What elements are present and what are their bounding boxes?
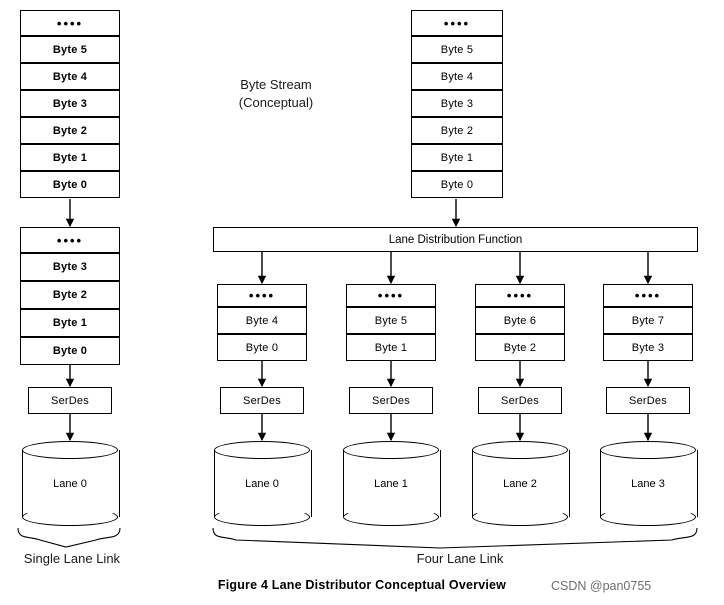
- four-lane-2-top-dots: ••••: [475, 284, 565, 307]
- byte-stream-label: Byte Stream (Conceptual): [238, 77, 314, 110]
- four-lane-0-top-dots: ••••: [217, 284, 307, 307]
- four-lane-0-cylinder-label: Lane 0: [245, 477, 279, 490]
- four-lane-source-byte-1: Byte 1: [411, 144, 503, 171]
- cylinder-body: [600, 450, 698, 517]
- cylinder-bottom: [214, 508, 310, 526]
- single-lane-stack-byte-0: Byte 0: [20, 337, 120, 365]
- cylinder-body: [343, 450, 441, 517]
- cylinder-top: [600, 441, 696, 459]
- cylinder-top: [214, 441, 310, 459]
- four-lane-2-byte-lower: Byte 2: [475, 334, 565, 361]
- four-lane-1-cylinder: Lane 1: [343, 441, 441, 526]
- four-lane-3-cylinder-label: Lane 3: [631, 477, 665, 490]
- four-lane-1-top-dots: ••••: [346, 284, 436, 307]
- single-lane-source-byte-5: Byte 5: [20, 36, 120, 63]
- cylinder-bottom: [22, 508, 118, 526]
- single-lane-stack-top-dots: ••••: [20, 227, 120, 253]
- single-lane-source-byte-0: Byte 0: [20, 171, 120, 198]
- four-lane-0-byte-upper: Byte 4: [217, 307, 307, 334]
- single-lane-source-byte-2: Byte 2: [20, 117, 120, 144]
- single-lane-source-byte-1: Byte 1: [20, 144, 120, 171]
- four-lane-source-byte-0: Byte 0: [411, 171, 503, 198]
- cylinder-bottom: [343, 508, 439, 526]
- single-lane-cylinder-label: Lane 0: [53, 477, 87, 490]
- four-lane-source-byte-4: Byte 4: [411, 63, 503, 90]
- lane-distribution-function-box: Lane Distribution Function: [213, 227, 698, 252]
- cylinder-bottom: [600, 508, 696, 526]
- four-lane-2-byte-upper: Byte 6: [475, 307, 565, 334]
- four-lane-1-byte-lower: Byte 1: [346, 334, 436, 361]
- single-lane-stack-byte-1: Byte 1: [20, 309, 120, 337]
- cylinder-bottom: [472, 508, 568, 526]
- single-lane-source-byte-3: Byte 3: [20, 90, 120, 117]
- four-lane-0-byte-lower: Byte 0: [217, 334, 307, 361]
- four-lane-3-cylinder: Lane 3: [600, 441, 698, 526]
- four-lane-2-serdes: SerDes: [478, 387, 562, 414]
- four-lane-1-byte-upper: Byte 5: [346, 307, 436, 334]
- figure-caption: Figure 4 Lane Distributor Conceptual Ove…: [217, 578, 507, 592]
- four-lane-0-cylinder: Lane 0: [214, 441, 312, 526]
- cylinder-top: [472, 441, 568, 459]
- watermark-text: CSDN @pan0755: [551, 579, 652, 593]
- single-lane-link-label: Single Lane Link: [23, 551, 121, 566]
- four-lane-0-serdes: SerDes: [220, 387, 304, 414]
- cylinder-top: [22, 441, 118, 459]
- cylinder-top: [343, 441, 439, 459]
- single-lane-stack-byte-2: Byte 2: [20, 281, 120, 309]
- single-lane-cylinder: Lane 0: [22, 441, 120, 526]
- four-lane-2-cylinder: Lane 2: [472, 441, 570, 526]
- single-lane-source-byte-4: Byte 4: [20, 63, 120, 90]
- four-lane-3-top-dots: ••••: [603, 284, 693, 307]
- four-lane-source-byte-2: Byte 2: [411, 117, 503, 144]
- cylinder-body: [22, 450, 120, 517]
- single-lane-stack-byte-3: Byte 3: [20, 253, 120, 281]
- four-lane-source-byte-3: Byte 3: [411, 90, 503, 117]
- four-lane-3-serdes: SerDes: [606, 387, 690, 414]
- four-lane-source-top-dots: ••••: [411, 10, 503, 36]
- four-lane-source-byte-5: Byte 5: [411, 36, 503, 63]
- four-lane-3-byte-upper: Byte 7: [603, 307, 693, 334]
- four-lane-2-cylinder-label: Lane 2: [503, 477, 537, 490]
- cylinder-body: [472, 450, 570, 517]
- four-lane-link-label: Four Lane Link: [416, 551, 504, 566]
- four-lane-1-cylinder-label: Lane 1: [374, 477, 408, 490]
- single-lane-source-top-dots: ••••: [20, 10, 120, 36]
- cylinder-body: [214, 450, 312, 517]
- single-lane-serdes: SerDes: [28, 387, 112, 414]
- four-lane-1-serdes: SerDes: [349, 387, 433, 414]
- four-lane-3-byte-lower: Byte 3: [603, 334, 693, 361]
